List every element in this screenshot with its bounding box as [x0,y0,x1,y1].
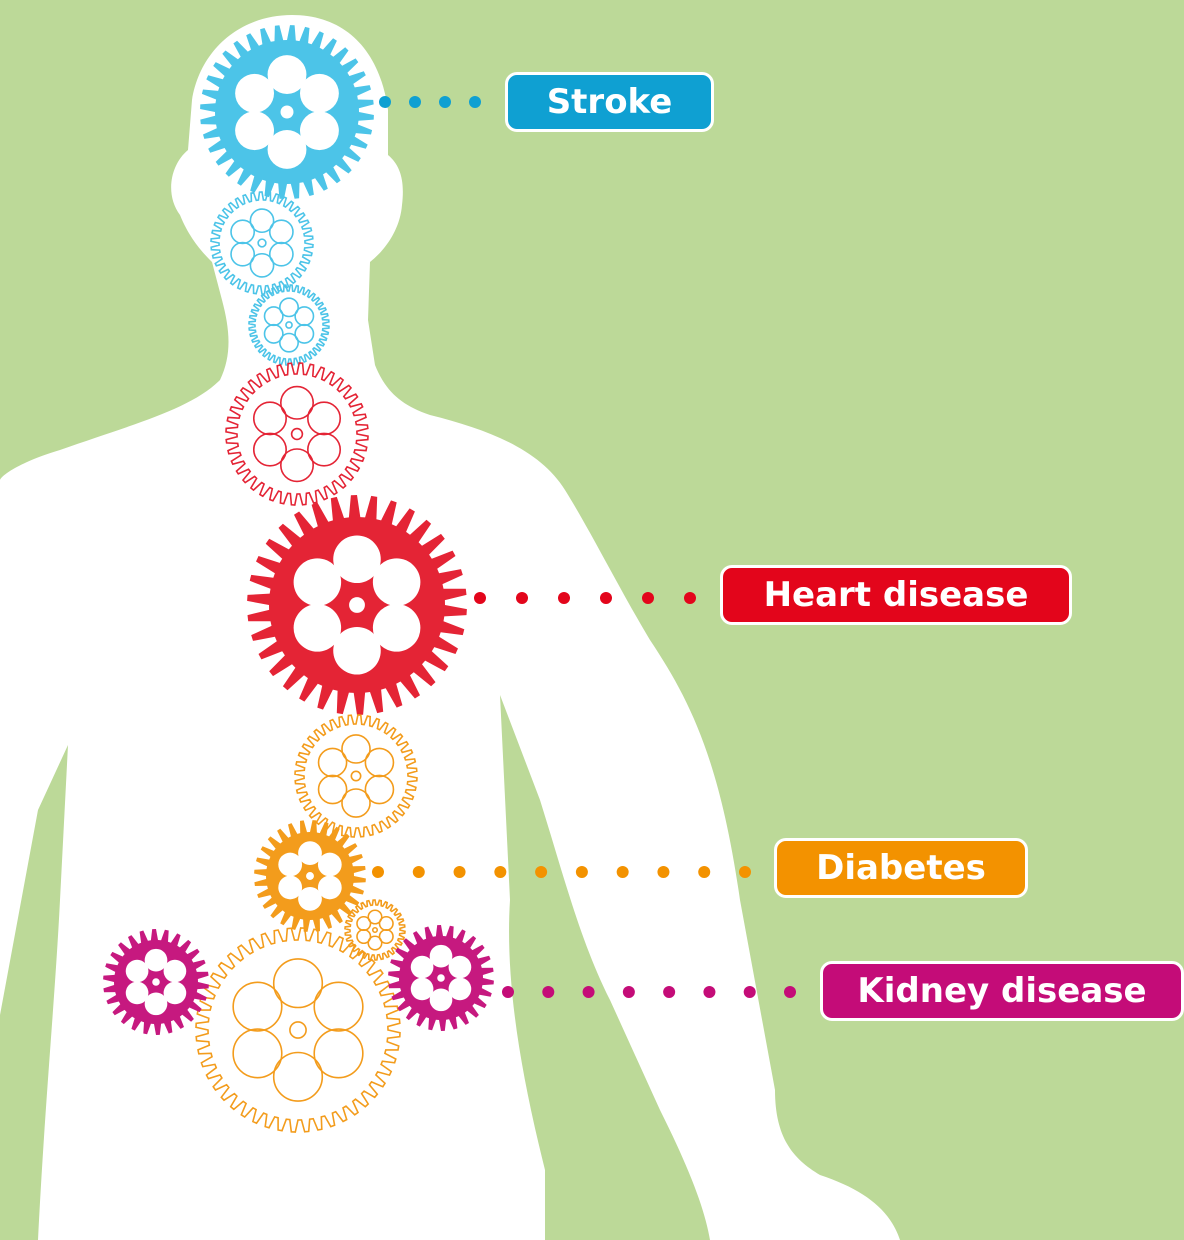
gear-icon [200,25,374,199]
connector-dot [744,986,756,998]
connector-dot [583,986,595,998]
connector-dot [623,986,635,998]
connector-dot [657,866,669,878]
connector-dot [617,866,629,878]
connector-dot [439,96,451,108]
connector-dot [454,866,466,878]
connector-dot [502,986,514,998]
heart-disease-label: Heart disease [720,565,1072,625]
connector-dot [576,866,588,878]
connector-dot [372,866,384,878]
kidney-disease-label: Kidney disease [820,961,1184,1021]
connector-dot [698,866,710,878]
connector-dot [516,592,528,604]
connector-dot [379,96,391,108]
connector-dot [542,986,554,998]
connector-dot [684,592,696,604]
connector-dot [642,592,654,604]
connector-dot [703,986,715,998]
connector-dot [409,96,421,108]
connector-dot [600,592,612,604]
connector-dot [413,866,425,878]
stroke-label: Stroke [505,72,714,132]
connector-dot [784,986,796,998]
connector-dot [535,866,547,878]
connector-dot [739,866,751,878]
connector-dot [469,96,481,108]
connector-dot [663,986,675,998]
connector-dot [474,592,486,604]
connector-dot [494,866,506,878]
connector-dot [558,592,570,604]
diabetes-label: Diabetes [774,838,1028,898]
